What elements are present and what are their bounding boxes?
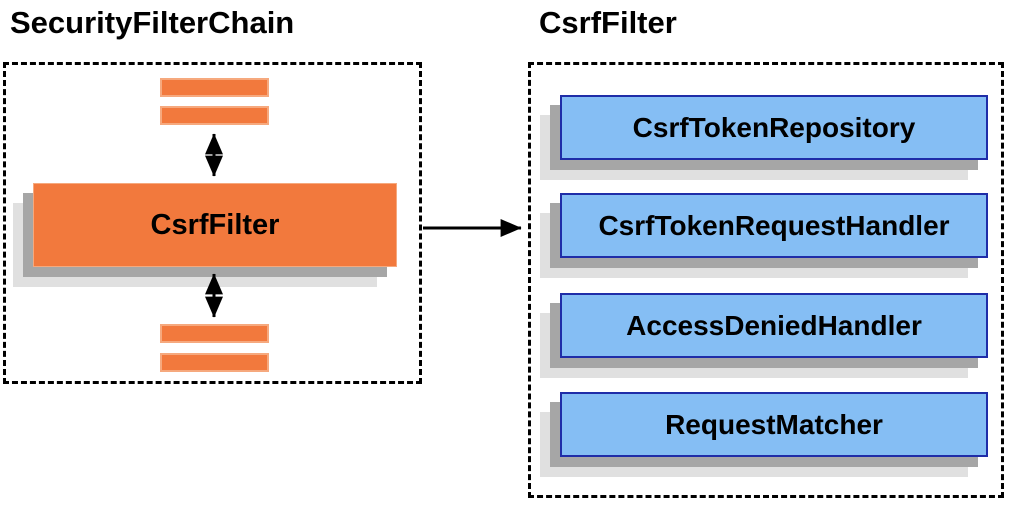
- component-label: CsrfTokenRequestHandler: [598, 209, 950, 241]
- csrf-filter-node-label: CsrfFilter: [150, 208, 280, 241]
- filter-chain-bar: [160, 324, 269, 343]
- access-denied-handler-node: AccessDeniedHandler: [560, 293, 988, 358]
- filter-chain-bar: [160, 353, 269, 372]
- filter-chain-bar: [160, 106, 269, 125]
- request-matcher-node: RequestMatcher: [560, 392, 988, 457]
- component-label: AccessDeniedHandler: [626, 309, 922, 341]
- filter-chain-bar: [160, 78, 269, 97]
- csrf-filter-detail-container: [528, 62, 1004, 498]
- csrf-token-repository-node: CsrfTokenRepository: [560, 95, 988, 160]
- csrf-token-request-handler-node: CsrfTokenRequestHandler: [560, 193, 988, 258]
- csrf-filter-title: CsrfFilter: [539, 5, 677, 40]
- component-label: RequestMatcher: [665, 408, 883, 440]
- security-filter-chain-container: [3, 62, 422, 384]
- component-label: CsrfTokenRepository: [632, 111, 916, 143]
- csrf-filter-node: CsrfFilter: [33, 183, 397, 267]
- security-filter-chain-title: SecurityFilterChain: [10, 5, 295, 40]
